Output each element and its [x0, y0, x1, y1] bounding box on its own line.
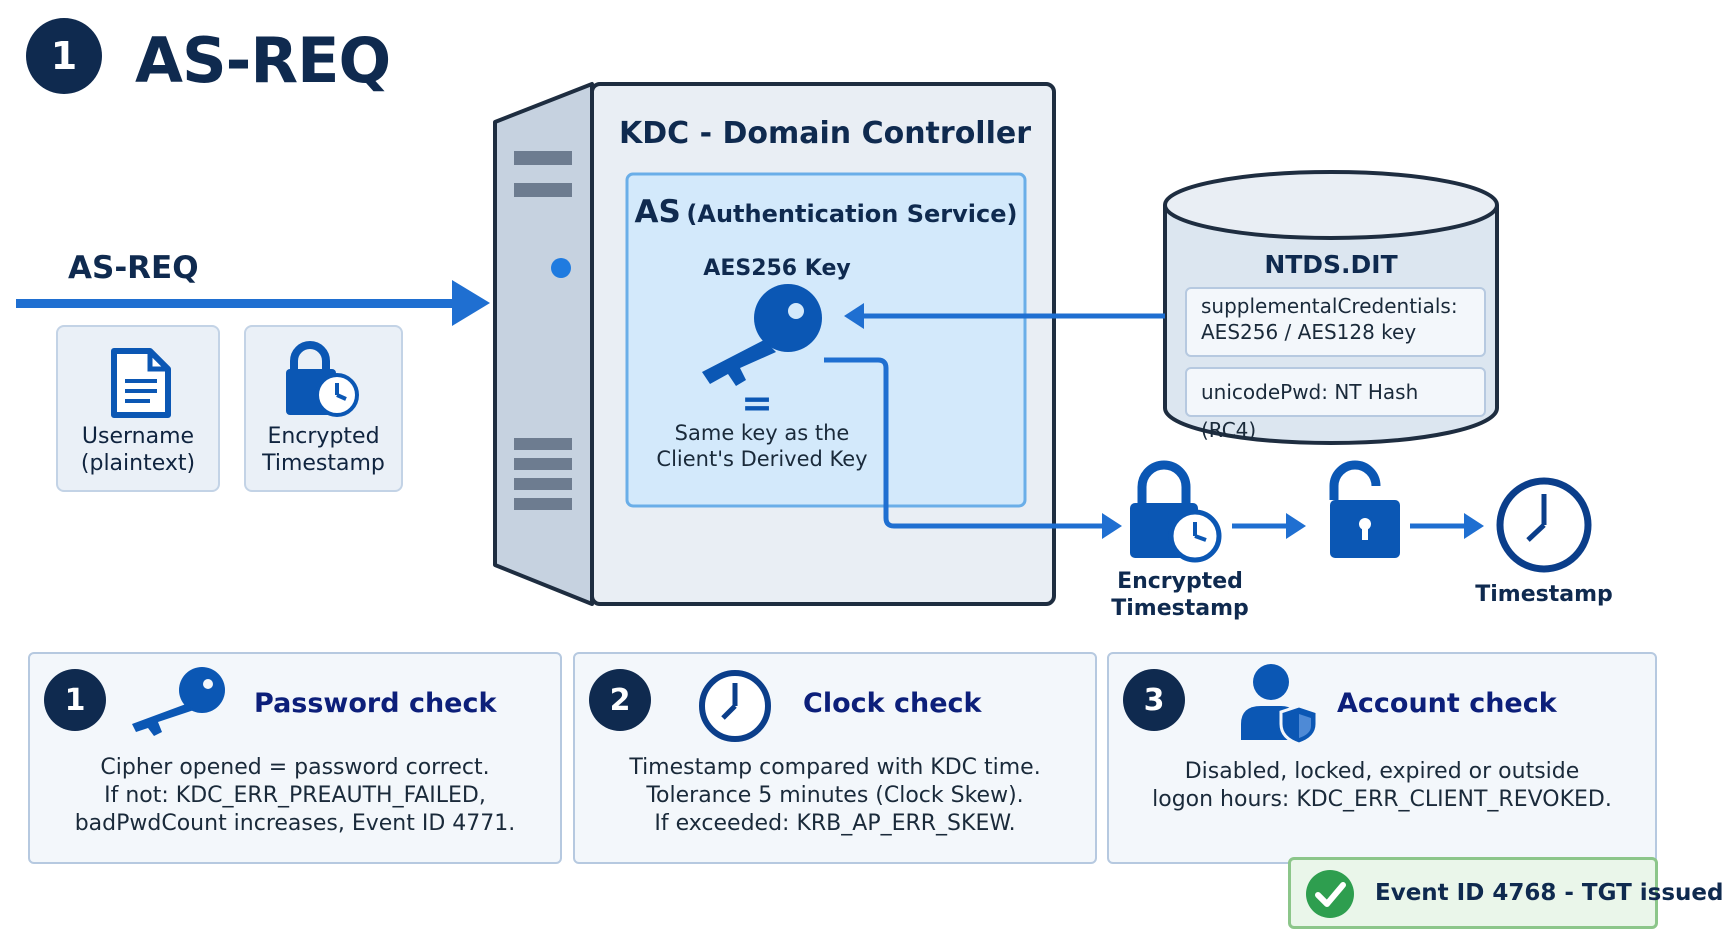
equals-sign: = [741, 381, 773, 425]
encrypted-timestamp-card: Encrypted Timestamp [244, 325, 403, 492]
password-check-title: Password check [254, 688, 497, 719]
aes-key-label: AES256 Key [703, 256, 851, 281]
check-number-3: 3 [1123, 669, 1185, 731]
username-card: Username (plaintext) [56, 325, 220, 492]
clock-check-body: Timestamp compared with KDC time. Tolera… [575, 754, 1095, 838]
key-icon [132, 667, 225, 736]
password-check-line3: badPwdCount increases, Event ID 4771. [74, 811, 516, 836]
as-title-long: (Authentication Service) [686, 200, 1018, 228]
document-icon [111, 348, 171, 418]
lock-clock-icon [1130, 460, 1222, 563]
flow-encrypted-line2: Timestamp [1111, 596, 1249, 621]
flow-encrypted-timestamp-label: Encrypted Timestamp [1100, 568, 1260, 622]
as-box [625, 172, 1027, 508]
same-key-note-line2: Client's Derived Key [656, 447, 868, 471]
same-key-note: Same key as the Client's Derived Key [627, 420, 897, 472]
account-check-line1: Disabled, locked, expired or outside [1184, 759, 1580, 784]
username-sublabel: (plaintext) [80, 451, 196, 476]
kdc-title: KDC - Domain Controller [618, 116, 1032, 151]
page-title: AS-REQ [135, 24, 391, 97]
lock-clock-icon [286, 341, 359, 417]
same-key-note-line1: Same key as the [674, 421, 850, 445]
ntds-supplemental-row: supplementalCredentials: AES256 / AES128… [1185, 287, 1486, 357]
ntds-unicodepwd-row: unicodePwd: NT Hash (RC4) [1185, 367, 1486, 442]
clock-icon [699, 670, 771, 742]
check-circle-icon [1306, 870, 1354, 918]
username-label: Username [81, 424, 195, 449]
ntds-supplemental-line1: supplementalCredentials: [1201, 294, 1458, 318]
as-req-arrow [16, 280, 490, 326]
password-check-line1: Cipher opened = password correct. [100, 755, 490, 780]
aes-key-icon [702, 284, 822, 386]
clock-icon [1496, 477, 1592, 573]
timestamp-label: Timestamp [262, 451, 385, 476]
password-check-box: 1 Password check Cipher opened = passwor… [28, 652, 562, 864]
step-number: 1 [50, 34, 78, 78]
account-check-body: Disabled, locked, expired or outside log… [1109, 758, 1655, 814]
clock-check-line2: Tolerance 5 minutes (Clock Skew). [646, 783, 1024, 808]
check-number-2: 2 [589, 669, 651, 731]
as-req-arrow-label: AS-REQ [68, 250, 199, 286]
account-check-title: Account check [1337, 688, 1557, 719]
user-shield-icon [1241, 664, 1319, 746]
password-check-body: Cipher opened = password correct. If not… [30, 754, 560, 838]
ntds-title: NTDS.DIT [1264, 250, 1398, 279]
clock-check-title: Clock check [803, 688, 982, 719]
as-title-short: AS [634, 194, 681, 230]
clock-check-line3: If exceeded: KRB_AP_ERR_SKEW. [654, 811, 1016, 836]
encrypted-label: Encrypted [267, 424, 380, 449]
unlock-icon [1329, 460, 1400, 558]
clock-check-line1: Timestamp compared with KDC time. [629, 755, 1041, 780]
password-check-line2: If not: KDC_ERR_PREAUTH_FAILED, [104, 783, 486, 808]
account-check-box: 3 Account check Disabled, locked, expire… [1107, 652, 1657, 864]
clock-check-box: 2 Clock check Timestamp compared with KD… [573, 652, 1097, 864]
check-number-1: 1 [44, 669, 106, 731]
tgt-issued-badge: Event ID 4768 - TGT issued [1288, 857, 1723, 929]
step-number-badge: 1 [26, 18, 102, 94]
ntds-to-key-arrowhead [844, 303, 864, 329]
flow-timestamp-label: Timestamp [1475, 582, 1613, 607]
tgt-issued-text: Event ID 4768 - TGT issued [1375, 880, 1723, 906]
account-check-line2: logon hours: KDC_ERR_CLIENT_REVOKED. [1152, 787, 1612, 812]
as-title: AS (Authentication Service) [627, 194, 1025, 230]
flow-encrypted-line1: Encrypted [1117, 569, 1243, 594]
ntds-supplemental-line2: AES256 / AES128 key [1201, 320, 1417, 344]
